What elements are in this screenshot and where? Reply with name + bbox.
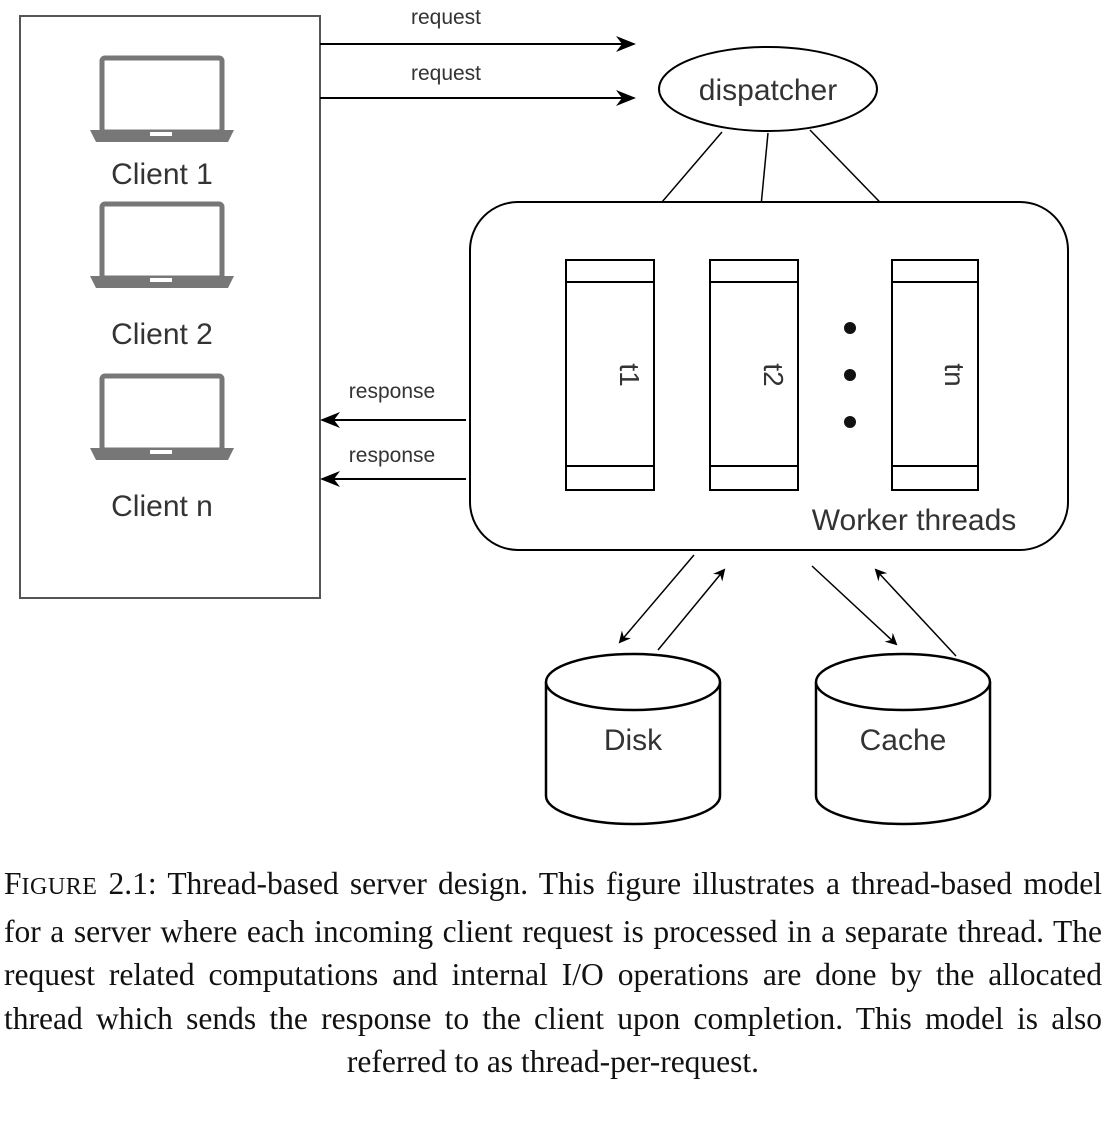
response-label: response <box>349 380 435 403</box>
disk-cylinder-icon <box>544 652 722 826</box>
figure-caption: FIGURE 2.1: Thread-based server design. … <box>4 862 1102 1084</box>
thread-block <box>709 259 799 491</box>
disk-arrow <box>618 554 695 644</box>
thread-block <box>565 259 655 491</box>
thread-label: t2 <box>758 363 789 386</box>
cache-label: Cache <box>860 724 947 757</box>
client-label: Client n <box>111 490 213 523</box>
request-label: request <box>411 62 481 85</box>
laptop-icon <box>90 55 234 142</box>
client-label: Client 2 <box>111 318 213 351</box>
thread-label: tn <box>939 363 970 386</box>
thread-based-server-diagram: Client 1 Client 2 Client n request reque… <box>19 6 1069 826</box>
ellipsis-dots-icon <box>844 322 856 428</box>
disk-label: Disk <box>604 724 663 757</box>
cache-arrow <box>874 568 957 657</box>
client-label: Client 1 <box>111 158 213 191</box>
response-label: response <box>349 444 435 467</box>
laptop-icon <box>90 201 234 288</box>
laptop-icon <box>90 373 234 460</box>
disk-arrow <box>657 568 726 651</box>
thread-block <box>891 259 979 491</box>
worker-pool-label: Worker threads <box>812 504 1017 537</box>
thread-label: t1 <box>614 363 645 386</box>
dispatcher-label: dispatcher <box>699 74 837 107</box>
caption-text: Thread-based server design. This figure … <box>4 866 1102 1079</box>
cache-arrow <box>811 565 898 646</box>
dispatcher-node <box>658 46 878 132</box>
request-label: request <box>411 6 481 29</box>
figure-label: FIGURE 2.1: <box>4 866 157 901</box>
cache-cylinder-icon <box>814 652 992 826</box>
